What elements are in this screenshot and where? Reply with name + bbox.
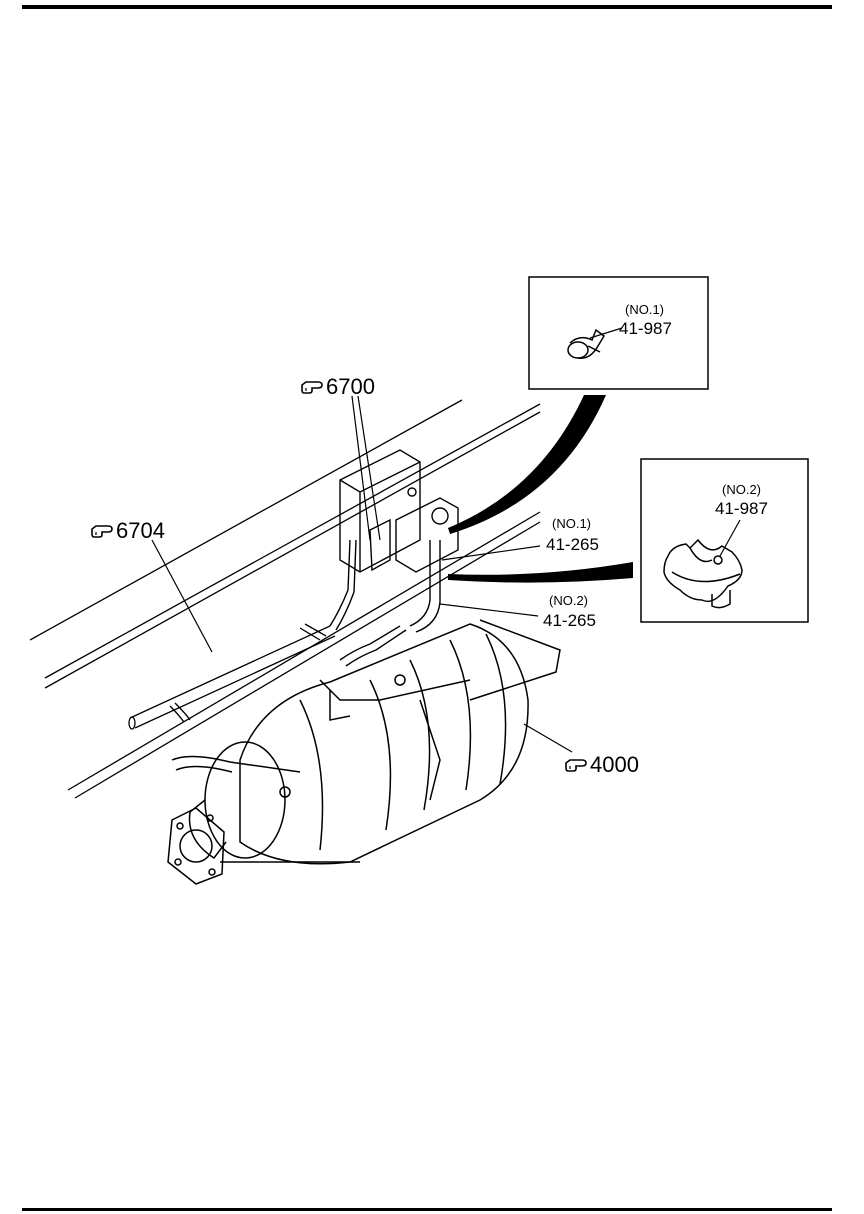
leader-hose-no1 bbox=[441, 545, 541, 561]
hose2-part-number: 41-265 bbox=[543, 611, 596, 630]
inlet-flange bbox=[167, 807, 225, 885]
ref-6700[interactable]: 6700 bbox=[326, 374, 375, 399]
inset2-qualifier: (NO.2) bbox=[722, 482, 761, 497]
top-rule bbox=[22, 5, 832, 9]
leader-no2-clip bbox=[719, 519, 741, 557]
ref-4000[interactable]: 4000 bbox=[590, 752, 639, 777]
inset-box-no1 bbox=[528, 276, 709, 390]
dpf-assembly bbox=[171, 619, 561, 865]
hoses bbox=[329, 540, 441, 667]
pressure-sensor-bracket bbox=[339, 449, 459, 593]
ref-6704[interactable]: 6704 bbox=[116, 518, 165, 543]
pointing-hand-icon bbox=[301, 381, 323, 394]
leader-4000 bbox=[523, 723, 573, 753]
clip-no1-illustration bbox=[567, 328, 605, 359]
callout-wedge-no1 bbox=[448, 395, 606, 534]
inset-box-no2 bbox=[640, 458, 809, 623]
inset2-part-number: 41-987 bbox=[715, 499, 768, 518]
hose2-qualifier: (NO.2) bbox=[549, 593, 588, 608]
callout-wedge-no2 bbox=[448, 562, 633, 583]
leader-6704 bbox=[151, 539, 213, 653]
inset1-qualifier: (NO.1) bbox=[625, 302, 664, 317]
leader-no1-clip bbox=[589, 327, 623, 339]
pointing-hand-icon bbox=[91, 525, 113, 538]
pointing-hand-icon bbox=[565, 759, 587, 772]
frame-rails bbox=[29, 399, 541, 799]
leader-6700a bbox=[351, 395, 371, 541]
sensor-pipe bbox=[128, 623, 336, 730]
hose1-part-number: 41-265 bbox=[546, 535, 599, 554]
leader-hose-no2 bbox=[439, 603, 539, 617]
clip-no2-illustration bbox=[663, 538, 743, 609]
bottom-rule bbox=[22, 1208, 832, 1211]
inset1-part-number: 41-987 bbox=[619, 319, 672, 338]
leader-6700b bbox=[357, 395, 381, 541]
hose1-qualifier: (NO.1) bbox=[552, 516, 591, 531]
